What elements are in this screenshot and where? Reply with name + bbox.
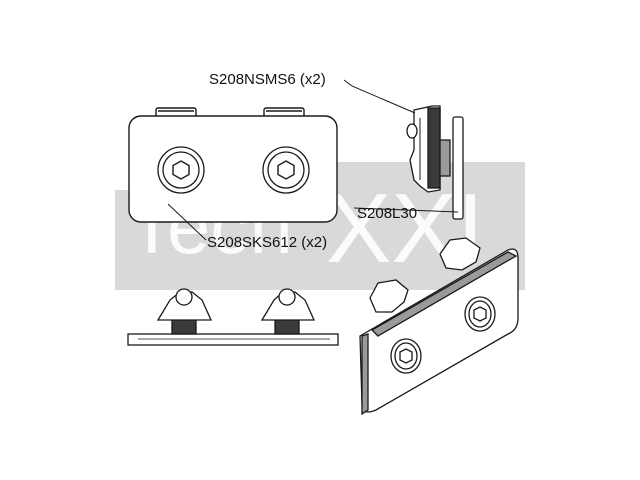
elevation-nut-right — [260, 288, 316, 335]
elevation-view — [127, 288, 339, 346]
isometric-view — [359, 237, 519, 416]
callout-nut: S208NSMS6 (x2) — [209, 71, 326, 88]
leader-lines — [167, 79, 459, 241]
callout-screw: S208SKS612 (x2) — [207, 234, 328, 251]
callout-plate: S208L30 — [357, 205, 418, 222]
front-view-plate — [128, 107, 338, 223]
front-view-screw-left — [157, 146, 205, 194]
front-view-screw-right — [262, 146, 310, 194]
elevation-nut-left — [156, 288, 213, 335]
side-view-assembly — [406, 105, 464, 220]
isometric-screw-lower — [390, 338, 422, 374]
isometric-screw-upper — [464, 296, 496, 332]
